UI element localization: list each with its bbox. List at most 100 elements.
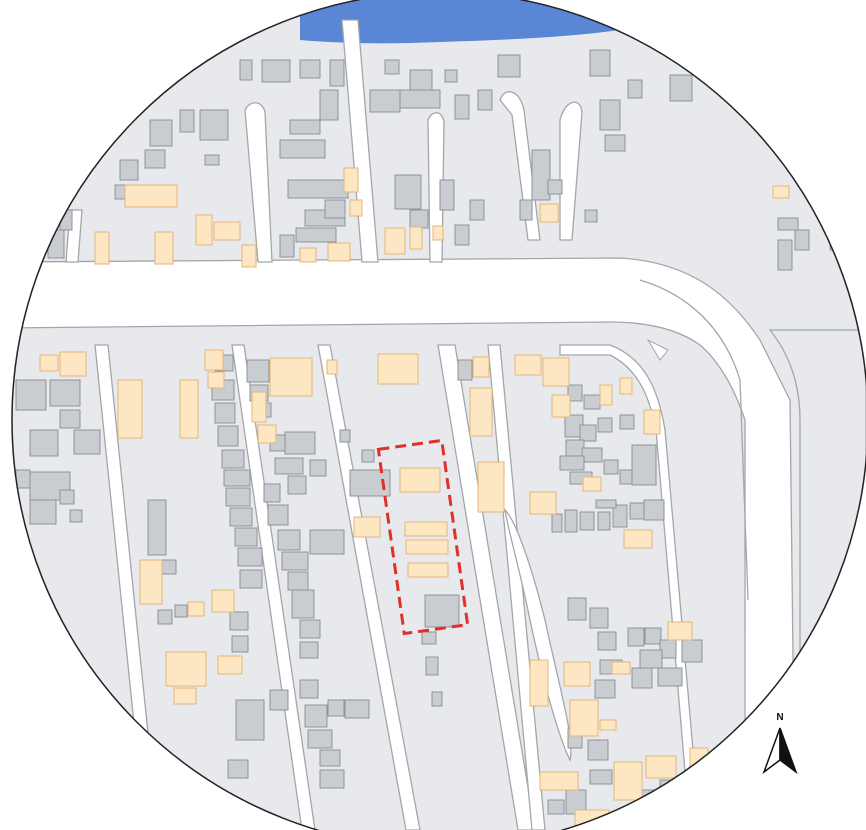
building-gray bbox=[237, 547, 263, 567]
building-highlighted bbox=[643, 409, 661, 435]
building-gray bbox=[299, 679, 319, 699]
building-highlighted bbox=[404, 521, 448, 537]
building-gray bbox=[267, 504, 289, 526]
building-highlighted bbox=[645, 755, 677, 779]
road-lane-line bbox=[639, 279, 749, 601]
road-median bbox=[646, 338, 669, 361]
water-body bbox=[300, 0, 620, 44]
building-highlighted bbox=[241, 244, 257, 268]
building-highlighted bbox=[689, 747, 709, 767]
main-road bbox=[12, 257, 796, 830]
building-highlighted bbox=[257, 424, 277, 444]
building-highlighted bbox=[343, 167, 359, 193]
buildings-highlighted bbox=[39, 167, 790, 830]
building-gray bbox=[235, 699, 265, 741]
building-highlighted bbox=[213, 221, 241, 241]
building-gray bbox=[29, 499, 57, 525]
building-gray bbox=[307, 729, 333, 749]
building-gray bbox=[612, 504, 628, 528]
building-highlighted bbox=[39, 354, 59, 372]
building-gray bbox=[431, 691, 443, 707]
building-highlighted bbox=[299, 247, 317, 263]
building-gray bbox=[69, 509, 83, 523]
building-gray bbox=[15, 469, 31, 489]
street-s4 bbox=[437, 344, 536, 830]
north-arrow-icon: N bbox=[762, 712, 798, 775]
building-gray bbox=[287, 571, 309, 591]
building-gray bbox=[794, 229, 810, 251]
street-s6 bbox=[504, 508, 572, 762]
building-highlighted bbox=[472, 356, 490, 378]
building-gray bbox=[279, 234, 295, 258]
building-gray bbox=[519, 199, 533, 221]
building-gray bbox=[59, 409, 81, 429]
building-gray bbox=[564, 509, 578, 533]
building-gray bbox=[15, 379, 47, 411]
building-gray bbox=[327, 699, 345, 717]
building-gray bbox=[261, 59, 291, 83]
building-highlighted bbox=[124, 184, 178, 208]
building-highlighted bbox=[384, 227, 406, 255]
building-highlighted bbox=[599, 384, 613, 406]
building-gray bbox=[269, 689, 289, 711]
building-highlighted bbox=[207, 371, 225, 389]
building-highlighted bbox=[563, 661, 591, 687]
building-gray bbox=[579, 424, 597, 442]
north-arrow-label: N bbox=[776, 712, 783, 723]
building-highlighted bbox=[59, 351, 87, 377]
building-highlighted bbox=[211, 589, 235, 613]
building-highlighted bbox=[409, 226, 423, 250]
building-gray bbox=[291, 589, 315, 619]
building-gray bbox=[659, 779, 681, 801]
building-gray bbox=[299, 619, 321, 639]
building-highlighted bbox=[539, 771, 579, 791]
building-gray bbox=[274, 457, 304, 475]
building-gray bbox=[284, 431, 316, 455]
building-gray bbox=[559, 455, 585, 471]
building-gray bbox=[287, 179, 349, 199]
building-gray bbox=[579, 511, 595, 531]
building-highlighted bbox=[117, 379, 143, 439]
building-highlighted bbox=[613, 761, 643, 801]
building-highlighted bbox=[327, 242, 351, 262]
building-gray bbox=[234, 527, 258, 547]
building-gray bbox=[603, 459, 619, 475]
building-highlighted bbox=[569, 699, 599, 737]
building-highlighted bbox=[217, 655, 243, 675]
building-gray bbox=[424, 594, 460, 628]
building-gray bbox=[157, 609, 173, 625]
north-arrow-right bbox=[779, 727, 798, 775]
building-gray bbox=[319, 89, 339, 121]
building-highlighted bbox=[173, 687, 197, 705]
building-gray bbox=[644, 627, 662, 645]
building-highlighted bbox=[399, 467, 441, 493]
building-gray bbox=[597, 417, 613, 433]
building-highlighted bbox=[582, 476, 602, 492]
building-gray bbox=[361, 449, 375, 463]
study-area-box bbox=[376, 438, 470, 636]
building-gray bbox=[147, 499, 167, 556]
building-gray bbox=[631, 667, 653, 689]
street-s2 bbox=[231, 344, 316, 830]
building-highlighted bbox=[204, 349, 224, 371]
building-gray bbox=[179, 109, 195, 133]
building-gray bbox=[629, 502, 645, 520]
building-gray bbox=[119, 159, 139, 181]
building-gray bbox=[595, 499, 617, 509]
building-gray bbox=[231, 635, 249, 653]
building-gray bbox=[425, 656, 439, 676]
building-gray bbox=[319, 769, 345, 789]
building-gray bbox=[551, 513, 563, 533]
building-gray bbox=[221, 449, 245, 469]
building-gray bbox=[49, 379, 81, 407]
building-gray bbox=[589, 607, 609, 629]
building-highlighted bbox=[179, 379, 199, 439]
building-highlighted bbox=[94, 231, 110, 265]
building-highlighted bbox=[432, 225, 444, 241]
building-highlighted bbox=[477, 461, 505, 513]
building-highlighted bbox=[407, 562, 449, 578]
building-gray bbox=[604, 134, 626, 152]
building-gray bbox=[339, 429, 351, 443]
